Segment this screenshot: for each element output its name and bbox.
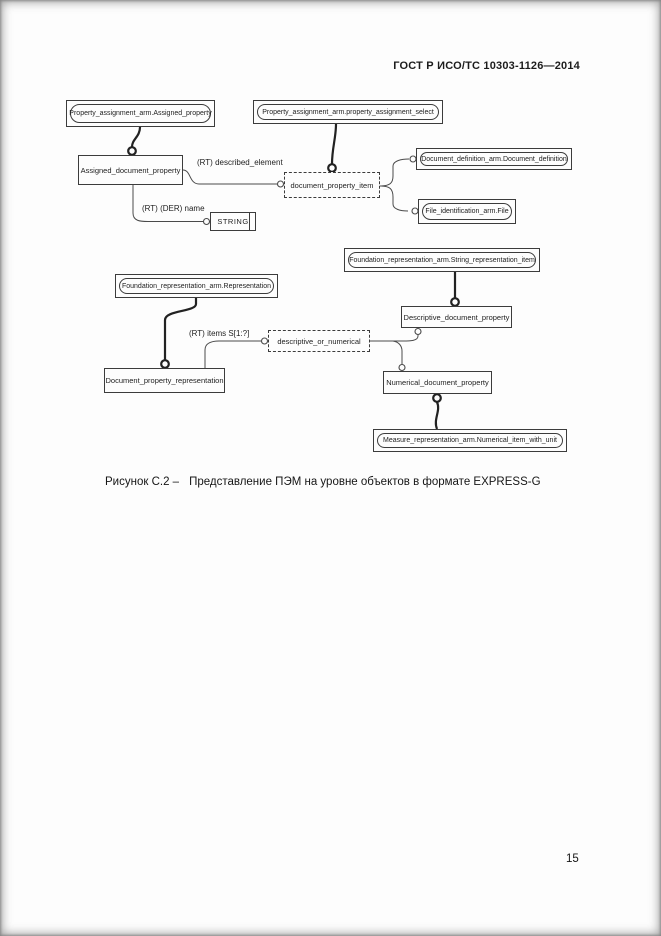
node-label: Foundation_representation_arm.Representa… — [121, 282, 272, 290]
node-label: document_property_item — [290, 180, 374, 190]
relation-label-described-element: (RT) described_element — [197, 158, 283, 167]
relation-label-name: (RT) (DER) name — [142, 204, 205, 213]
node-label: descriptive_or_numerical — [277, 336, 361, 346]
node-assigned-property-ref: Property_assignment_arm.Assigned_propert… — [66, 100, 215, 127]
node-label-frame: Foundation_representation_arm.String_rep… — [348, 252, 536, 268]
page-title: ГОСТ Р ИСО/ТС 10303-1126—2014 — [393, 60, 580, 72]
node-label-frame: Property_assignment_arm.property_assignm… — [257, 104, 439, 120]
node-label: Property_assignment_arm.Assigned_propert… — [69, 110, 212, 117]
node-label-frame: File_identification_arm.File — [422, 203, 512, 220]
node-descriptive-or-numerical: descriptive_or_numerical — [268, 330, 370, 352]
node-label-frame: Property_assignment_arm.Assigned_propert… — [69, 104, 212, 123]
page-number: 15 — [566, 853, 579, 865]
node-label: Document_property_representation — [105, 376, 224, 385]
node-document-property-item: document_property_item — [284, 172, 380, 198]
relation-label-items: (RT) items S[1:?] — [189, 329, 250, 338]
node-property-assignment-select-ref: Property_assignment_arm.property_assignm… — [253, 100, 443, 124]
node-string-type: STRING — [210, 212, 256, 231]
node-label: Foundation_representation_arm.String_rep… — [349, 256, 535, 264]
node-label-frame: Foundation_representation_arm.Representa… — [119, 278, 274, 294]
node-label: Document_definition_arm.Document_definit… — [421, 155, 567, 163]
node-label: Measure_representation_arm.Numerical_ite… — [383, 437, 557, 444]
simple-type-divider — [249, 212, 250, 231]
node-label: Numerical_document_property — [386, 378, 489, 387]
node-label: Assigned_document_property — [80, 165, 181, 175]
node-numerical-document-property: Numerical_document_property — [383, 371, 492, 394]
node-representation-ref: Foundation_representation_arm.Representa… — [115, 274, 278, 298]
node-file-ref: File_identification_arm.File — [418, 199, 516, 224]
node-document-property-representation: Document_property_representation — [104, 368, 225, 393]
express-g-diagram: Property_assignment_arm.Assigned_propert… — [66, 100, 572, 452]
figure-caption-number: Рисунок С.2 – — [105, 476, 180, 488]
figure-caption: Рисунок С.2 – Представление ПЭМ на уровне… — [105, 476, 585, 488]
node-label: Descriptive_document_property — [403, 312, 510, 322]
figure-caption-text: Представление ПЭМ на уровне объектов в ф… — [189, 476, 541, 488]
node-document-definition-ref: Document_definition_arm.Document_definit… — [416, 148, 572, 170]
node-label-frame: Document_definition_arm.Document_definit… — [420, 152, 568, 166]
node-label: STRING — [217, 217, 249, 226]
node-label-frame: Measure_representation_arm.Numerical_ite… — [377, 433, 563, 448]
node-assigned-document-property: Assigned_document_property — [78, 155, 183, 185]
node-string-representation-item-ref: Foundation_representation_arm.String_rep… — [344, 248, 540, 272]
node-numerical-item-with-unit-ref: Measure_representation_arm.Numerical_ite… — [373, 429, 567, 452]
node-descriptive-document-property: Descriptive_document_property — [401, 306, 512, 328]
node-label: File_identification_arm.File — [425, 208, 509, 215]
node-label: Property_assignment_arm.property_assignm… — [262, 108, 434, 116]
